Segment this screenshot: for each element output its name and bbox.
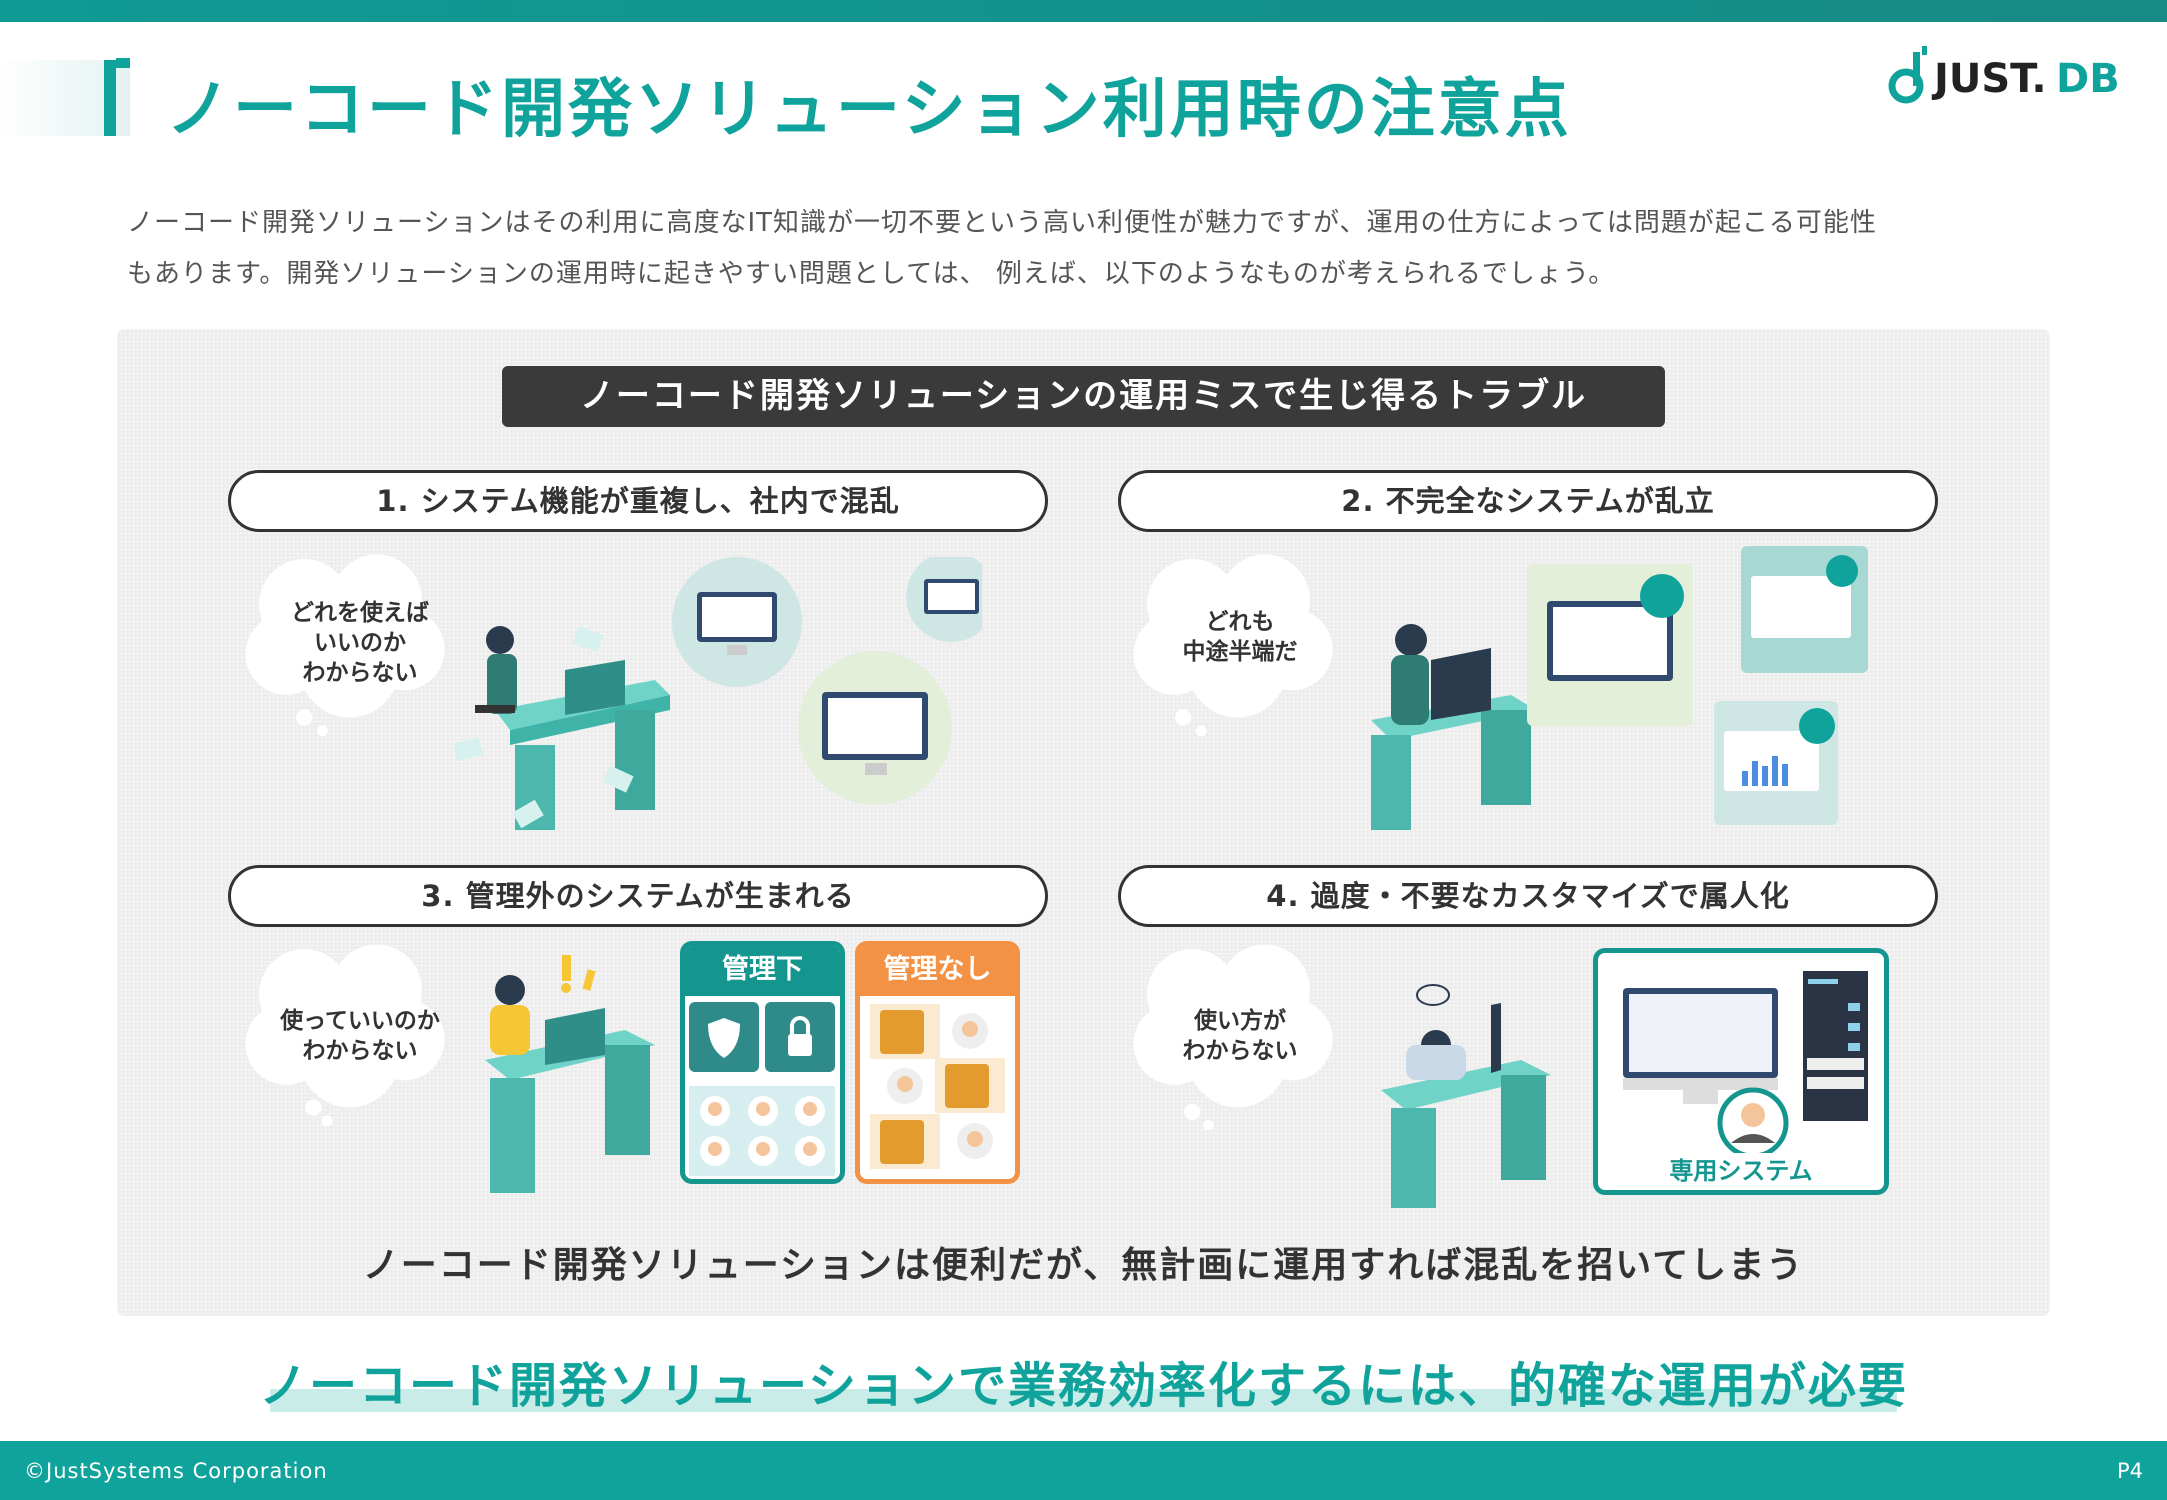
- lock-icon: [788, 1034, 812, 1056]
- page-title: ノーコード開発ソリューション利用時の注意点: [166, 73, 1572, 147]
- svg-text:JUST.: JUST.: [1931, 56, 2047, 102]
- trouble-3-title: 3. 管理外のシステムが生まれる: [228, 865, 1048, 927]
- intro-line-1: ノーコード開発ソリューションはその利用に高度なIT知識が一切不要という高い利便性…: [127, 208, 1877, 238]
- calendar-icon: [880, 1010, 924, 1054]
- intro-line-2: もあります。開発ソリューションの運用時に起きやすい問題としては、 例えば、以下の…: [127, 259, 1616, 289]
- thought-line: わからない: [302, 1038, 418, 1064]
- panel-heading: ノーコード開発ソリューションの運用ミスで生じ得るトラブル: [502, 366, 1665, 427]
- thought-line: どれも: [1205, 609, 1275, 635]
- trouble-2-title: 2. 不完全なシステムが乱立: [1118, 470, 1938, 532]
- dedicated-system-graphic: [1623, 971, 1868, 1159]
- thought-text-3: 使っていいのかわからない: [245, 1006, 475, 1066]
- title-accent: [104, 60, 116, 136]
- trouble-4-title: 4. 過度・不要なカスタマイズで属人化: [1118, 865, 1938, 927]
- thought-cloud-2: [1133, 554, 1333, 737]
- svg-text:DB: DB: [2056, 56, 2118, 102]
- copyright: ©JustSystems Corporation: [24, 1459, 328, 1483]
- thought-line: 使っていいのか: [280, 1008, 440, 1034]
- conclusion-highlight: [270, 1389, 1897, 1412]
- thought-cloud-3: [245, 944, 445, 1127]
- thought-text-2: どれも中途半端だ: [1125, 607, 1355, 667]
- hesitant-worker-illustration: [485, 955, 655, 1193]
- thought-line: どれを使えば: [291, 600, 429, 626]
- shield-icon: [708, 1018, 740, 1058]
- managed-systems-box: 管理下: [680, 941, 845, 1184]
- panel-summary: ノーコード開発ソリューションは便利だが、無計画に運用すれば混乱を招いてしまう: [362, 1245, 1805, 1286]
- footer-bar: [0, 1441, 2167, 1500]
- managed-users-graphic: [689, 1002, 835, 1176]
- thought-cloud-4: [1133, 944, 1333, 1130]
- card-icon: [880, 1120, 924, 1164]
- incomplete-systems-illustration: [1527, 546, 1868, 825]
- intro-text: ノーコード開発ソリューションはその利用に高度なIT知識が一切不要という高い利便性…: [127, 198, 2047, 300]
- thought-line: 中途半端だ: [1182, 639, 1298, 665]
- title-accent-tick: [116, 58, 130, 68]
- managed-label: 管理下: [685, 946, 840, 996]
- dedicated-system-box: 専用システム: [1593, 948, 1889, 1195]
- thought-line: わからない: [1182, 1038, 1298, 1064]
- thought-text-1: どれを使えばいいのかわからない: [245, 598, 475, 688]
- conclusion-text: ノーコード開発ソリューションで業務効率化するには、的確な運用が必要: [258, 1358, 1909, 1414]
- unmanaged-users-graphic: [870, 1004, 1005, 1169]
- unmanaged-label: 管理なし: [860, 946, 1015, 996]
- multiple-systems-illustration: [672, 557, 982, 805]
- dedicated-system-label: 専用システム: [1669, 1157, 1813, 1185]
- frustrated-worker-illustration: [1371, 624, 1536, 830]
- thought-cloud-1: [245, 554, 445, 737]
- thought-line: わからない: [302, 660, 418, 686]
- logo: JUST. DB: [1888, 46, 2118, 104]
- unmanaged-systems-box: 管理なし: [855, 941, 1020, 1184]
- overwhelmed-worker-illustration: [1381, 984, 1551, 1208]
- thought-line: いいのか: [314, 630, 406, 656]
- thought-text-4: 使い方がわからない: [1125, 1006, 1355, 1066]
- thought-line: 使い方が: [1194, 1008, 1286, 1034]
- confused-worker-illustration: [453, 626, 670, 830]
- top-bar: [0, 0, 2167, 22]
- trouble-1-title: 1. システム機能が重複し、社内で混乱: [228, 470, 1048, 532]
- page-number: P4: [2116, 1459, 2143, 1483]
- gear-icon: [945, 1064, 989, 1108]
